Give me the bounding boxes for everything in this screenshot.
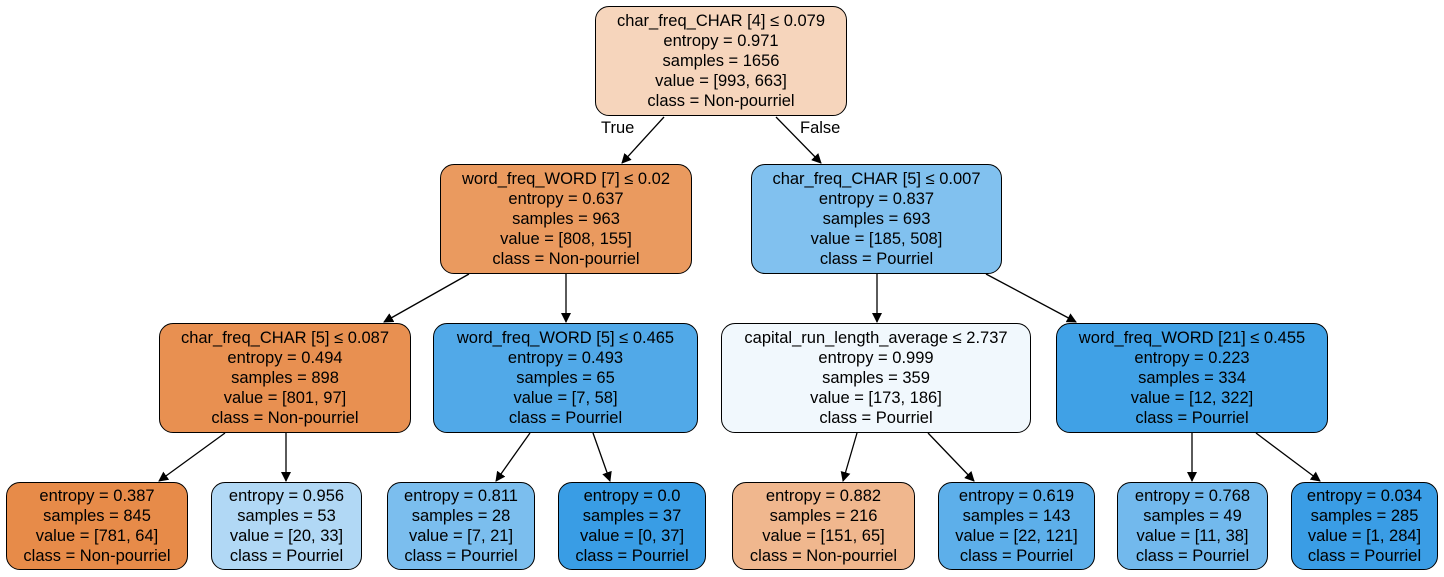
node-class: class = Pourriel	[959, 547, 1074, 565]
node-entropy: entropy = 0.882	[765, 487, 882, 505]
node-samples: samples = 963	[512, 210, 620, 228]
node-value: value = [20, 33]	[229, 527, 344, 545]
node-samples: samples = 845	[43, 507, 151, 525]
node-entropy: entropy = 0.619	[958, 487, 1075, 505]
node-class: class = Pourriel	[819, 409, 933, 427]
tree-node: capital_run_length_average ≤ 2.737 entro…	[721, 323, 1031, 433]
node-samples: samples = 693	[822, 210, 931, 228]
tree-node: word_freq_WORD [5] ≤ 0.465 entropy = 0.4…	[433, 323, 698, 433]
edge-n1-n3	[383, 273, 470, 323]
tree-leaf: entropy = 0.034 samples = 285 value = [1…	[1291, 482, 1438, 570]
node-class: class = Non-pourriel	[647, 92, 795, 110]
node-split-rule: char_freq_CHAR [5] ≤ 0.087	[180, 329, 390, 347]
node-value: value = [7, 58]	[513, 389, 618, 407]
node-split-rule: char_freq_CHAR [5] ≤ 0.007	[772, 170, 981, 188]
node-class: class = Non-pourriel	[749, 547, 898, 565]
node-samples: samples = 28	[411, 507, 511, 525]
node-class: class = Non-pourriel	[492, 250, 640, 268]
node-samples: samples = 37	[582, 507, 682, 525]
node-entropy: entropy = 0.387	[39, 487, 155, 505]
node-samples: samples = 898	[231, 369, 339, 387]
node-class: class = Pourriel	[508, 409, 623, 427]
node-class: class = Pourriel	[229, 547, 344, 565]
node-split-rule: word_freq_WORD [5] ≤ 0.465	[456, 329, 675, 347]
node-class: class = Pourriel	[404, 547, 518, 565]
node-entropy: entropy = 0.223	[1134, 349, 1250, 367]
node-value: value = [185, 508]	[810, 230, 943, 248]
node-value: value = [993, 663]	[655, 72, 787, 90]
node-value: value = [781, 64]	[35, 527, 159, 545]
node-class: class = Pourriel	[575, 547, 689, 565]
tree-leaf: entropy = 0.619 samples = 143 value = [2…	[938, 482, 1095, 570]
node-class: class = Pourriel	[1135, 547, 1250, 565]
node-entropy: entropy = 0.837	[818, 190, 935, 208]
edge-n0-n2	[775, 116, 822, 164]
node-entropy: entropy = 0.811	[404, 487, 518, 505]
tree-node: word_freq_WORD [21] ≤ 0.455 entropy = 0.…	[1056, 323, 1328, 433]
node-entropy: entropy = 0.494	[227, 349, 343, 367]
node-value: value = [173, 186]	[810, 389, 942, 407]
node-samples: samples = 285	[1310, 507, 1419, 525]
node-value: value = [808, 155]	[500, 230, 632, 248]
edge-n2-n6	[985, 273, 1077, 323]
node-value: value = [1, 284]	[1307, 527, 1422, 545]
edge-n4-n9	[495, 432, 531, 482]
tree-leaf: entropy = 0.0 samples = 37 value = [0, 3…	[558, 482, 706, 570]
node-class: class = Pourriel	[819, 250, 934, 268]
node-samples: samples = 334	[1138, 369, 1246, 387]
node-value: value = [11, 38]	[1136, 527, 1249, 545]
edge-n5-n11	[840, 432, 858, 482]
node-value: value = [7, 21]	[408, 527, 514, 545]
node-class: class = Non-pourriel	[211, 409, 359, 427]
tree-leaf: entropy = 0.956 samples = 53 value = [20…	[211, 482, 362, 570]
node-value: value = [0, 37]	[579, 527, 685, 545]
node-samples: samples = 49	[1143, 507, 1242, 525]
tree-node-root: char_freq_CHAR [4] ≤ 0.079 entropy = 0.9…	[595, 6, 847, 116]
node-samples: samples = 359	[822, 369, 930, 387]
node-entropy: entropy = 0.0	[583, 487, 681, 505]
node-entropy: entropy = 0.637	[508, 190, 624, 208]
node-split-rule: word_freq_WORD [7] ≤ 0.02	[461, 170, 671, 188]
node-class: class = Non-pourriel	[23, 547, 171, 565]
edge-n0-n1	[621, 116, 665, 164]
tree-leaf: entropy = 0.387 samples = 845 value = [7…	[6, 482, 188, 570]
true-edge-label: True	[601, 119, 635, 137]
node-split-rule: word_freq_WORD [21] ≤ 0.455	[1078, 329, 1306, 347]
node-entropy: entropy = 0.034	[1306, 487, 1423, 505]
edge-n3-n7	[158, 432, 226, 482]
node-entropy: entropy = 0.493	[507, 349, 624, 367]
node-split-rule: capital_run_length_average ≤ 2.737	[744, 329, 1008, 347]
tree-node: char_freq_CHAR [5] ≤ 0.087 entropy = 0.4…	[159, 323, 411, 433]
node-value: value = [151, 65]	[762, 527, 885, 545]
node-class: class = Pourriel	[1307, 547, 1422, 565]
node-value: value = [801, 97]	[223, 389, 347, 407]
node-samples: samples = 143	[962, 507, 1071, 525]
node-entropy: entropy = 0.971	[663, 32, 779, 50]
node-split-rule: char_freq_CHAR [4] ≤ 0.079	[616, 12, 826, 30]
node-value: value = [12, 322]	[1130, 389, 1254, 407]
tree-node: char_freq_CHAR [5] ≤ 0.007 entropy = 0.8…	[751, 164, 1002, 274]
edge-n6-n14	[1255, 432, 1321, 482]
node-samples: samples = 216	[769, 507, 878, 525]
false-edge-label: False	[800, 119, 841, 137]
node-samples: samples = 53	[237, 507, 336, 525]
node-value: value = [22, 121]	[955, 527, 1078, 545]
node-entropy: entropy = 0.956	[228, 487, 345, 505]
tree-leaf: entropy = 0.882 samples = 216 value = [1…	[732, 482, 915, 570]
node-entropy: entropy = 0.999	[818, 349, 934, 367]
node-samples: samples = 65	[516, 369, 615, 387]
node-samples: samples = 1656	[662, 52, 780, 70]
tree-node: word_freq_WORD [7] ≤ 0.02 entropy = 0.63…	[440, 164, 692, 274]
tree-leaf: entropy = 0.811 samples = 28 value = [7,…	[387, 482, 535, 570]
tree-leaf: entropy = 0.768 samples = 49 value = [11…	[1117, 482, 1268, 570]
node-entropy: entropy = 0.768	[1134, 487, 1251, 505]
node-class: class = Pourriel	[1135, 409, 1249, 427]
edge-n5-n12	[927, 432, 975, 482]
edge-n4-n10	[592, 432, 612, 482]
